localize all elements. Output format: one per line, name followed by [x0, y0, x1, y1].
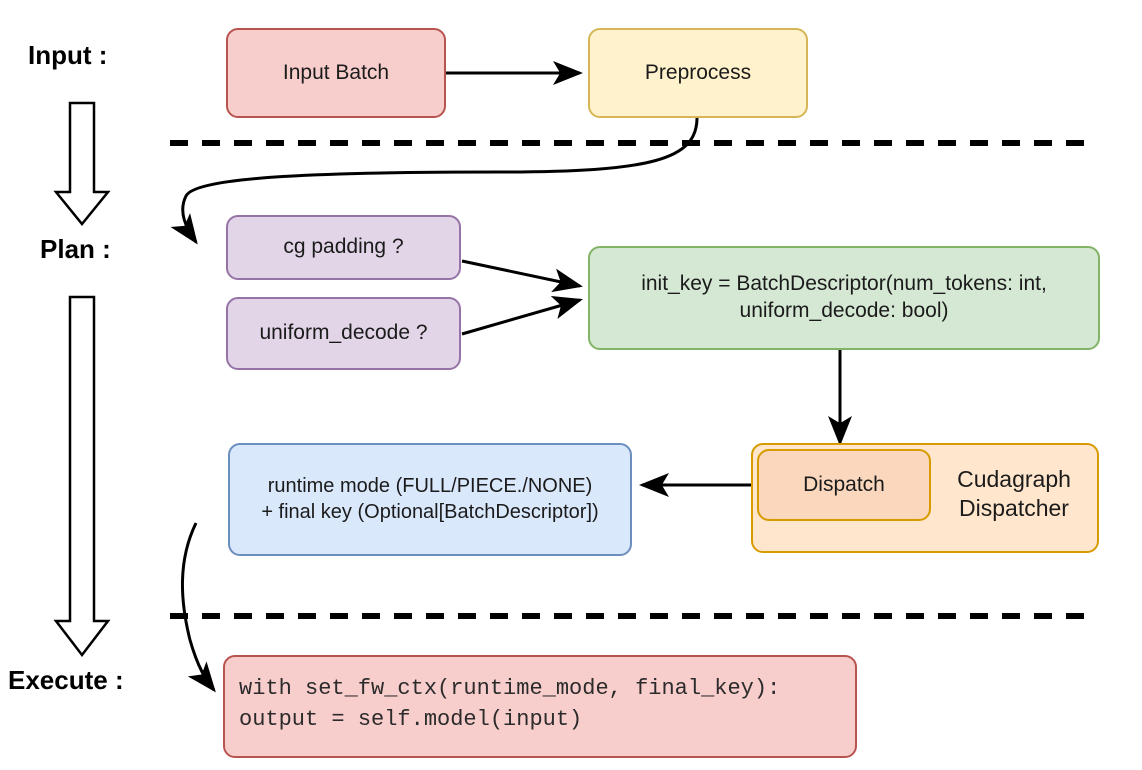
- node-cg-padding[interactable]: cg padding ?: [226, 215, 461, 280]
- node-dispatch[interactable]: Dispatch: [757, 449, 931, 521]
- node-dispatch-label: Dispatch: [803, 472, 885, 496]
- stage-label-execute: Execute :: [8, 665, 124, 695]
- stage-label-input: Input :: [28, 40, 108, 70]
- node-execute-code-label: with set_fw_ctx(runtime_mode, final_key)…: [239, 676, 781, 733]
- node-input-batch-label: Input Batch: [282, 60, 390, 84]
- node-input-batch[interactable]: Input Batch: [226, 28, 446, 118]
- stage-label-plan: Plan :: [40, 234, 111, 264]
- node-runtime-mode-label: runtime mode (FULL/PIECE./NONE) + final …: [261, 474, 599, 523]
- node-uniform-decode-label: uniform_decode ?: [259, 321, 428, 345]
- node-execute-code[interactable]: with set_fw_ctx(runtime_mode, final_key)…: [223, 655, 857, 758]
- edge-runtime-mode-to-execute-code: [181, 522, 216, 693]
- node-preprocess[interactable]: Preprocess: [588, 28, 808, 118]
- edge-uniform-decode-to-init-key: [461, 295, 583, 336]
- node-preprocess-label: Preprocess: [644, 60, 752, 84]
- node-init-key[interactable]: init_key = BatchDescriptor(num_tokens: i…: [588, 246, 1100, 350]
- edge-cg-padding-to-init-key: [461, 259, 583, 293]
- stage-arrow-plan-to-execute: [53, 295, 111, 658]
- stage-arrow-input-to-plan: [53, 101, 111, 226]
- node-init-key-label: init_key = BatchDescriptor(num_tokens: i…: [641, 272, 1047, 322]
- node-uniform-decode[interactable]: uniform_decode ?: [226, 297, 461, 370]
- node-runtime-mode[interactable]: runtime mode (FULL/PIECE./NONE) + final …: [228, 443, 632, 556]
- node-cg-padding-label: cg padding ?: [283, 235, 404, 259]
- group-cudagraph-dispatcher-title: Cudagraph Dispatcher: [957, 466, 1071, 521]
